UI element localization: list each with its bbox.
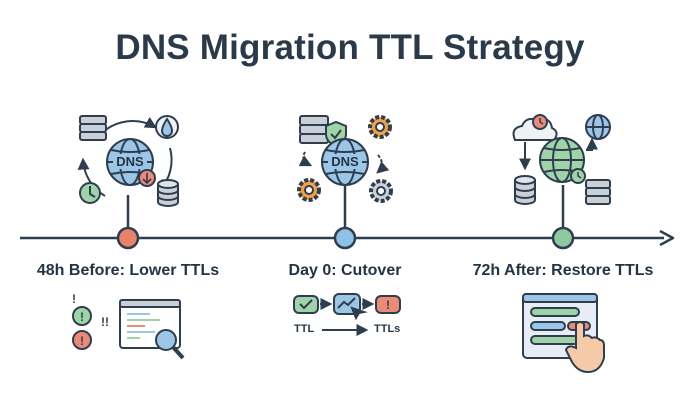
svg-text:!!: !! [101, 315, 109, 329]
server-icon [79, 115, 107, 141]
alert-icon: ! [72, 330, 92, 350]
clock-icon [570, 168, 586, 184]
globe-label-stage-1: DNS [116, 154, 144, 169]
svg-text:!: ! [80, 310, 84, 324]
alert-icon: ! [375, 295, 401, 314]
stage-3-illustration [512, 114, 611, 205]
water-drop-icon [155, 115, 179, 139]
server-icon [585, 179, 611, 205]
gear-icon [369, 179, 393, 203]
page-title: DNS Migration TTL Strategy [115, 28, 585, 67]
milestone-dot-stage-1 [116, 226, 140, 250]
network-icon [585, 114, 611, 140]
stage-label-72h-after: 72h After: Restore TTLs [472, 262, 654, 279]
pointer-hand-icon [564, 321, 605, 374]
clock-icon [138, 169, 156, 187]
database-icon [514, 175, 536, 205]
gear-icon [297, 178, 321, 202]
milestone-dot-stage-3 [551, 226, 575, 250]
stage-1-illustration: DNS [77, 115, 179, 207]
svg-text:!: ! [386, 298, 390, 312]
globe-label-stage-2: DNS [331, 154, 359, 169]
cloud-clock-icon [512, 114, 558, 141]
stage-1-detail: ! ! ! !! [72, 292, 185, 360]
gear-icon [368, 115, 392, 139]
chart-badge-icon [333, 293, 368, 321]
flow-label-ttls: TTLs [374, 323, 401, 335]
magnifier-icon [155, 329, 185, 360]
stage-3-detail [522, 293, 605, 374]
check-badge-icon [293, 295, 319, 314]
database-icon [157, 179, 179, 207]
stage-label-day-0: Day 0: Cutover [288, 262, 402, 279]
milestone-dot-stage-2 [333, 226, 357, 250]
stage-label-48h-before: 48h Before: Lower TTLs [36, 262, 220, 279]
stage-2-illustration: DNS [297, 115, 393, 203]
server-icon [299, 115, 329, 144]
svg-text:!: ! [72, 292, 76, 306]
svg-text:!: ! [80, 334, 84, 348]
timer-icon [79, 182, 101, 204]
flow-label-ttl: TTL [294, 323, 315, 335]
alert-icon: ! [72, 306, 92, 326]
stage-2-detail: ! [293, 293, 401, 336]
